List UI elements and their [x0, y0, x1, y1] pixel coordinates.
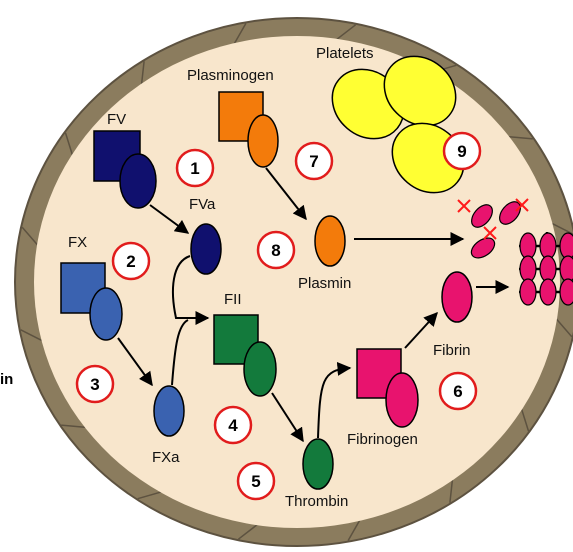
step-marker: 6: [440, 373, 476, 409]
step-number: 7: [309, 152, 318, 171]
step-marker: 3: [77, 366, 113, 402]
plasminogen-label: Plasminogen: [187, 67, 274, 84]
plasmin-label: Plasmin: [298, 275, 351, 292]
blood-plasma: [34, 36, 560, 528]
fii-label: FII: [224, 291, 242, 308]
clot-fibrin: [540, 256, 556, 282]
fv-label: FV: [107, 111, 126, 128]
step-marker: 1: [177, 150, 213, 186]
fv-oval: [120, 154, 156, 208]
fva-label: FVa: [189, 196, 216, 213]
side-label: in: [0, 371, 13, 388]
clot-fibrin: [520, 279, 536, 305]
step-number: 4: [228, 416, 238, 435]
step-number: 3: [90, 375, 99, 394]
step-number: 8: [271, 241, 280, 260]
platelets-label: Platelets: [316, 45, 374, 62]
thrombin-label: Thrombin: [285, 493, 348, 510]
step-marker: 5: [238, 463, 274, 499]
fx-oval: [90, 288, 122, 340]
clot-fibrin: [540, 233, 556, 259]
step-number: 6: [453, 382, 462, 401]
step-number: 1: [190, 159, 199, 178]
fva-oval: [191, 224, 221, 274]
step-marker: 7: [296, 143, 332, 179]
fx-label: FX: [68, 234, 87, 251]
step-number: 5: [251, 472, 260, 491]
step-marker: 2: [113, 243, 149, 279]
fibrinogen-oval: [386, 373, 418, 427]
fibrin-clot: [519, 232, 573, 305]
thrombin-oval: [303, 439, 333, 489]
fibrin-oval: [442, 272, 472, 322]
step-marker: 8: [258, 232, 294, 268]
clot-fibrin: [520, 256, 536, 282]
fibrin-label: Fibrin: [433, 342, 471, 359]
plasmin-oval: [315, 216, 345, 266]
clot-fibrin: [560, 233, 573, 259]
fibrinogen-label: Fibrinogen: [347, 431, 418, 448]
plasminogen-oval: [248, 115, 278, 167]
step-marker: 9: [444, 133, 480, 169]
clot-fibrin: [540, 279, 556, 305]
fxa-label: FXa: [152, 449, 180, 466]
clot-fibrin: [560, 256, 573, 282]
clot-fibrin: [560, 279, 573, 305]
clot-fibrin: [520, 233, 536, 259]
step-marker: 4: [215, 407, 251, 443]
step-number: 2: [126, 252, 135, 271]
fii-oval: [244, 342, 276, 396]
fxa-oval: [154, 386, 184, 436]
step-number: 9: [457, 142, 466, 161]
